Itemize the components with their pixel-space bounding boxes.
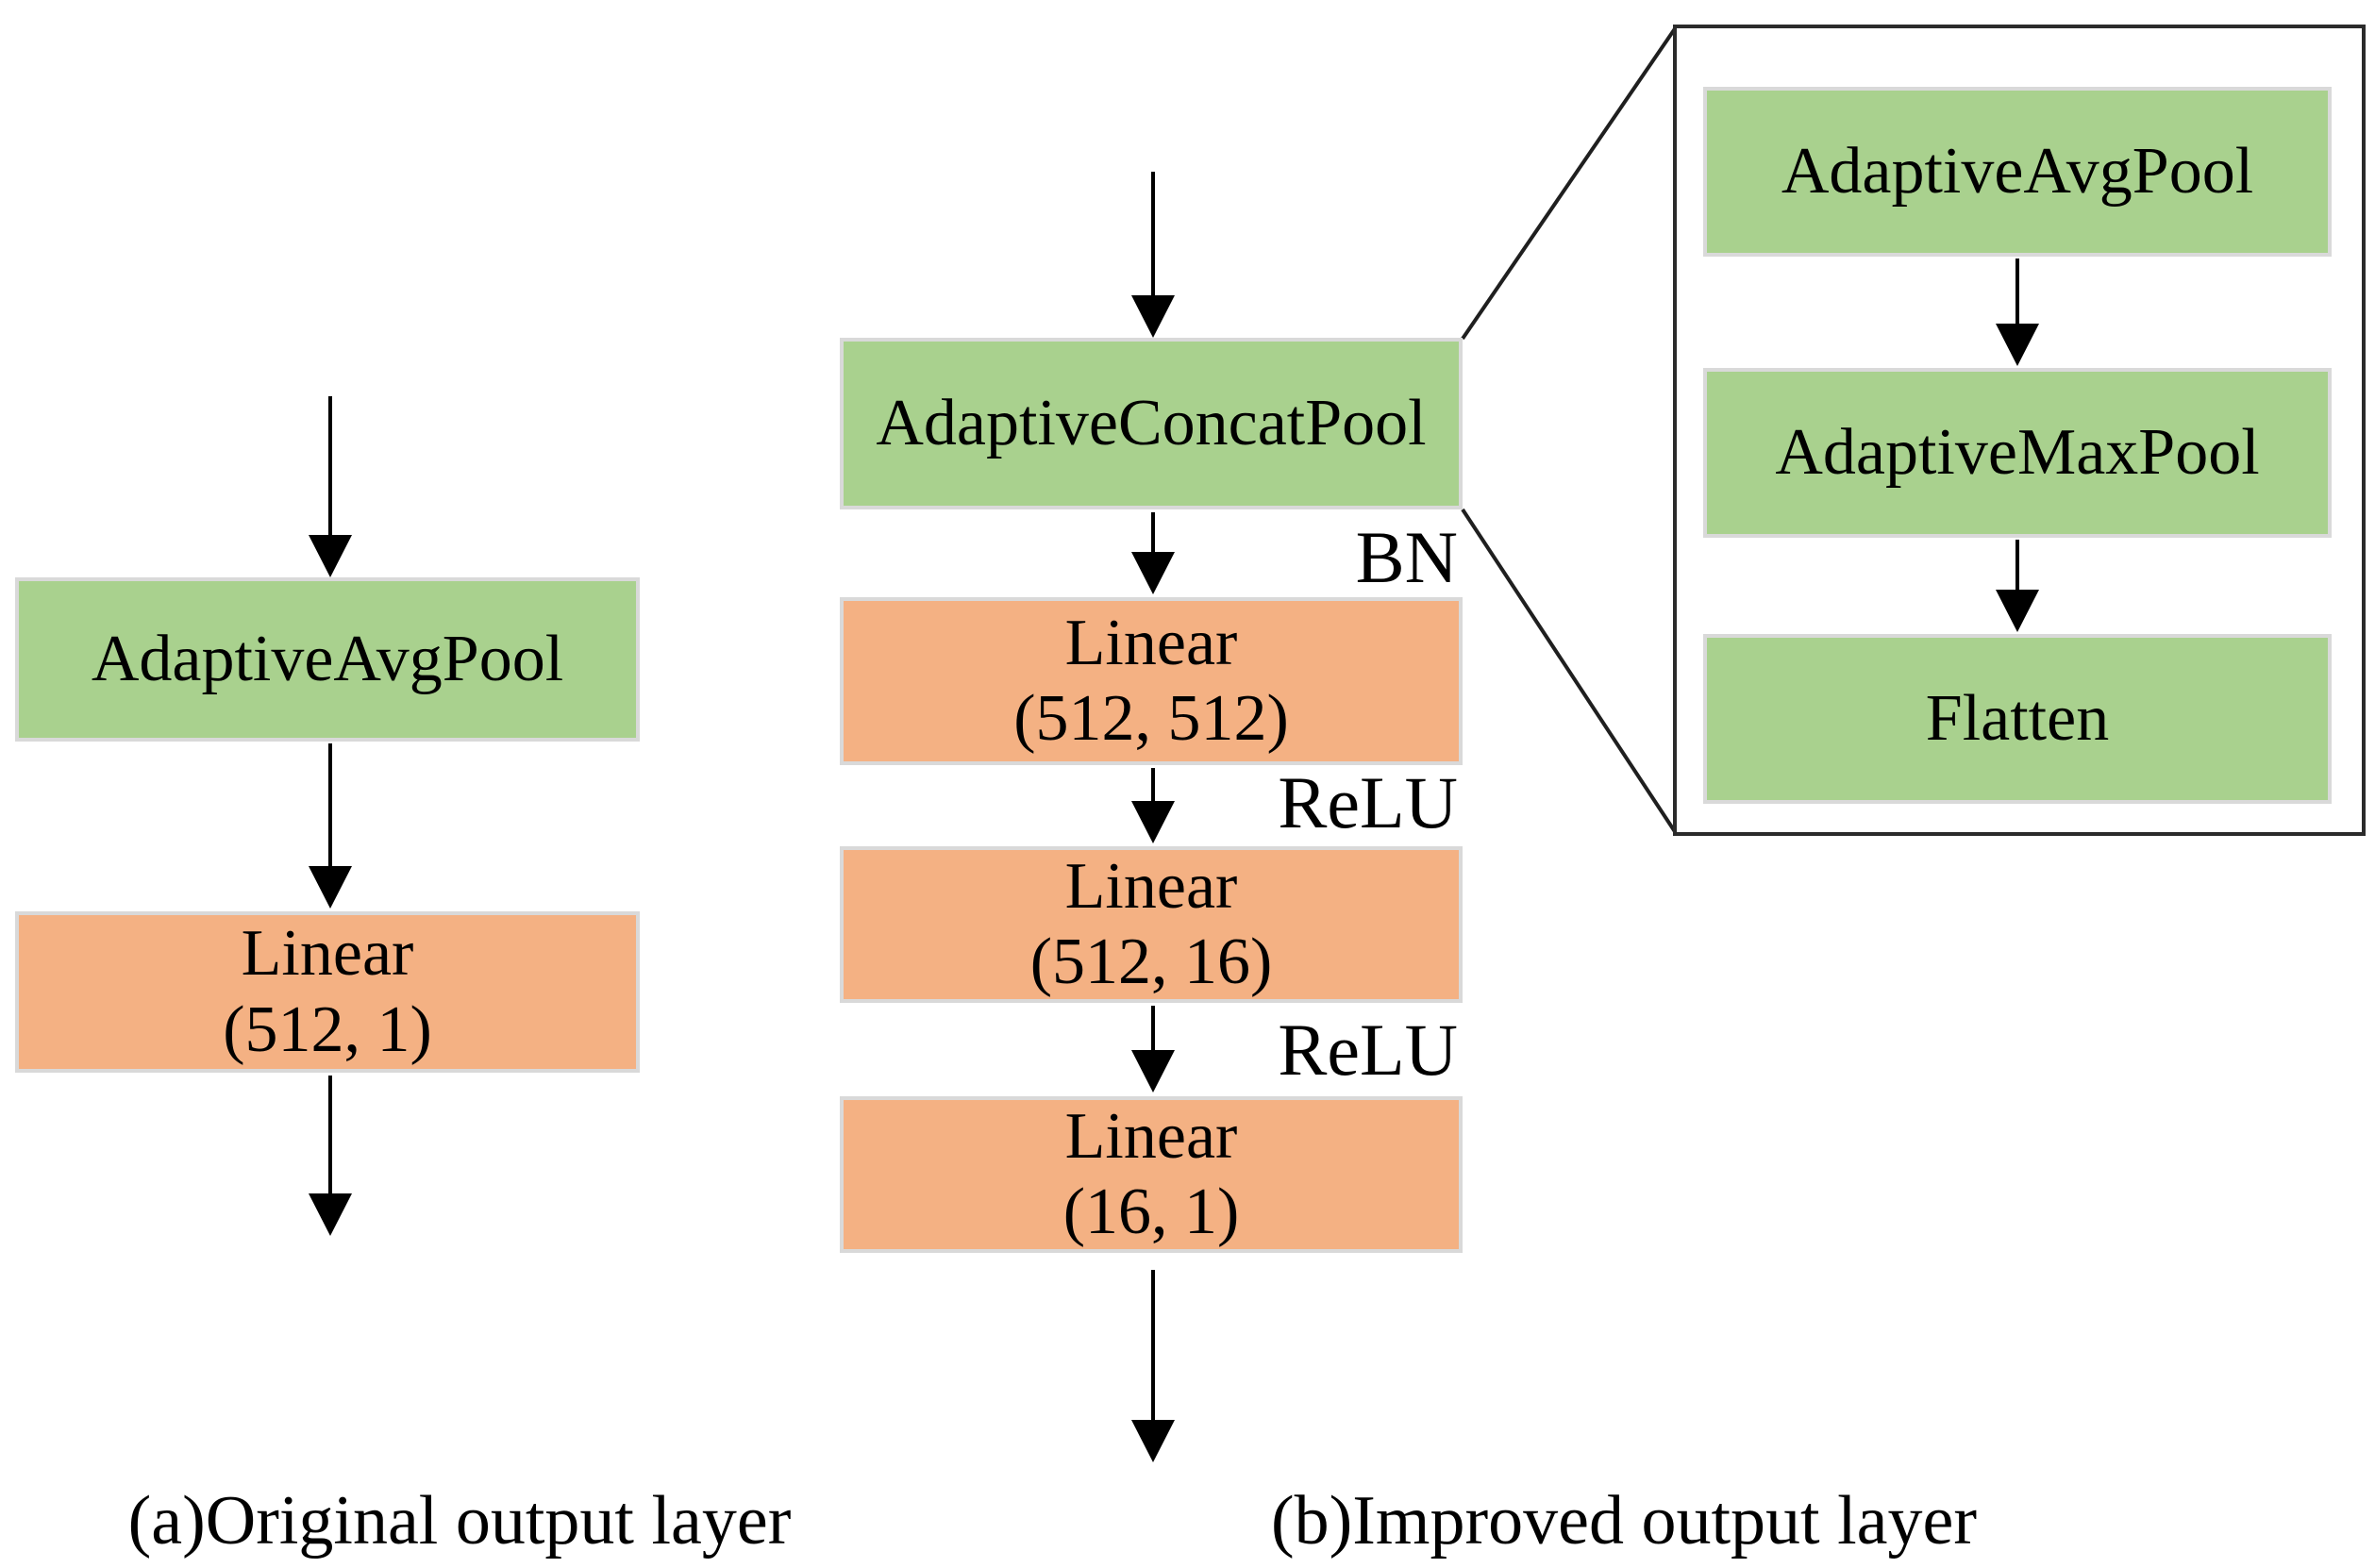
- node-linear-a: Linear (512, 1): [15, 911, 640, 1073]
- arrow-head-icon: [1996, 590, 2039, 632]
- arrow-panel-avg-to-max: [1996, 259, 2039, 366]
- arrow-head-icon: [309, 1193, 352, 1236]
- node-label: Linear: [1064, 1099, 1238, 1173]
- node-panel-adaptivemaxpool: AdaptiveMaxPool: [1703, 368, 2332, 538]
- arrow-input-b: [1131, 172, 1175, 338]
- arrow-b-linear2-to-linear3: [1131, 1006, 1175, 1093]
- node-label: AdaptiveConcatPool: [876, 386, 1427, 459]
- arrow-panel-max-to-flatten: [1996, 540, 2039, 632]
- node-label: Linear: [1064, 849, 1238, 923]
- node-label: Linear: [1064, 606, 1238, 679]
- arrow-shaft: [328, 1076, 332, 1198]
- arrow-a-output: [309, 1076, 352, 1236]
- edge-label-relu-1: ReLU: [1278, 761, 1458, 843]
- node-params: (16, 1): [1062, 1176, 1240, 1248]
- arrow-shaft: [328, 743, 332, 871]
- arrow-head-icon: [1131, 295, 1175, 338]
- caption-b: (b)Improved output layer: [1271, 1482, 1977, 1560]
- arrow-head-icon: [1131, 1420, 1175, 1462]
- arrow-head-icon: [1131, 801, 1175, 843]
- connector-line-top: [1461, 25, 1678, 341]
- node-linear-512-512: Linear (512, 512): [840, 597, 1463, 765]
- node-panel-adaptiveavgpool: AdaptiveAvgPool: [1703, 87, 2332, 257]
- caption-a: (a)Original output layer: [127, 1482, 792, 1560]
- connector-line-bottom: [1461, 508, 1678, 835]
- node-panel-flatten: Flatten: [1703, 634, 2332, 804]
- node-label: AdaptiveAvgPool: [1781, 134, 2254, 208]
- node-adaptiveconcatpool: AdaptiveConcatPool: [840, 338, 1463, 509]
- arrow-head-icon: [1131, 552, 1175, 594]
- edge-label-relu-2: ReLU: [1278, 1009, 1458, 1091]
- node-label: AdaptiveMaxPool: [1775, 415, 2260, 489]
- arrow-shaft: [328, 396, 332, 540]
- edge-label-bn: BN: [1355, 516, 1458, 598]
- arrow-head-icon: [309, 866, 352, 909]
- node-params: (512, 512): [1013, 682, 1289, 755]
- arrow-b-concat-to-linear1: [1131, 512, 1175, 594]
- arrow-a-pool-to-linear: [309, 743, 352, 909]
- arrow-shaft: [1151, 172, 1155, 300]
- arrow-shaft: [1151, 512, 1155, 557]
- arrow-shaft: [2015, 259, 2019, 328]
- arrow-head-icon: [1131, 1050, 1175, 1093]
- node-label: Flatten: [1925, 681, 2110, 755]
- node-linear-16-1: Linear (16, 1): [840, 1096, 1463, 1253]
- node-adaptiveavgpool-a: AdaptiveAvgPool: [15, 577, 640, 742]
- node-label: Linear: [241, 917, 414, 990]
- arrow-shaft: [1151, 1006, 1155, 1055]
- arrow-shaft: [2015, 540, 2019, 594]
- arrow-head-icon: [1996, 324, 2039, 366]
- node-linear-512-16: Linear (512, 16): [840, 846, 1463, 1003]
- arrow-b-output: [1131, 1270, 1175, 1462]
- arrow-input-a: [309, 396, 352, 577]
- arrow-shaft: [1151, 1270, 1155, 1425]
- arrow-b-linear1-to-linear2: [1131, 768, 1175, 843]
- arrow-head-icon: [309, 535, 352, 577]
- node-label: AdaptiveAvgPool: [91, 622, 564, 695]
- node-params: (512, 1): [223, 993, 432, 1066]
- node-params: (512, 16): [1029, 926, 1273, 998]
- arrow-shaft: [1151, 768, 1155, 806]
